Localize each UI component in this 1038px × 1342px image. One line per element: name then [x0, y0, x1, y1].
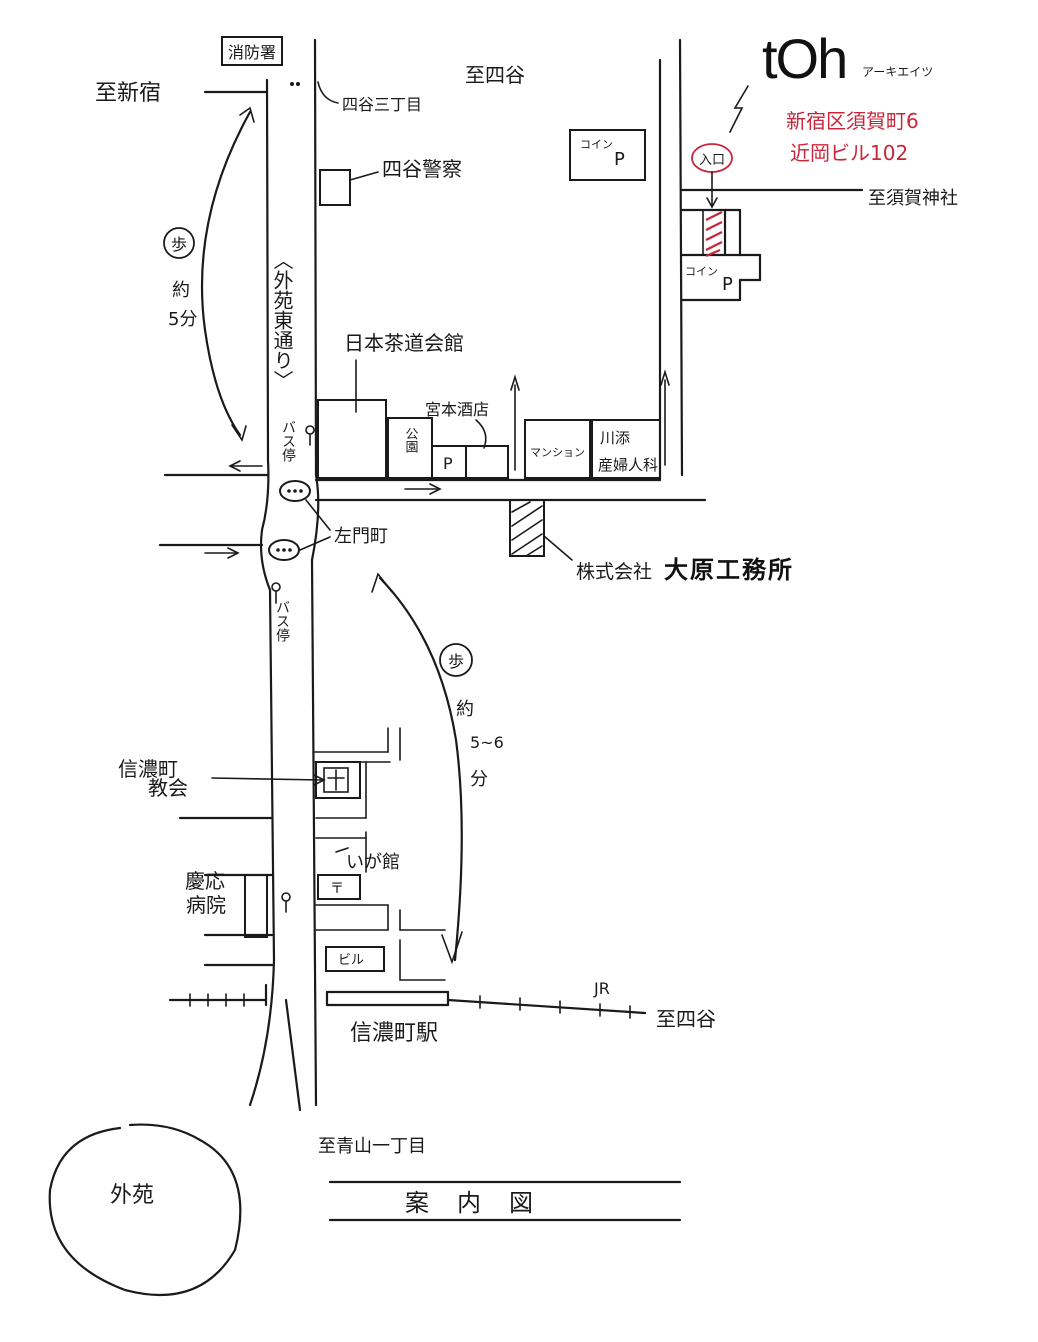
- min-2-b: 5~6: [470, 733, 504, 752]
- coin-p-1-label: コイン: [580, 138, 613, 151]
- coin-p-2-label: コイン: [685, 265, 718, 278]
- kawazoe-label: 川添: [600, 429, 630, 447]
- church-b-label: 教会: [148, 776, 188, 800]
- shinanomachi-label: 信濃町駅: [350, 1021, 438, 1046]
- coin-p-2-p: P: [722, 274, 733, 295]
- fire-station-box: [221, 36, 283, 66]
- entrance-marker: 入口: [691, 85, 749, 209]
- walk-2-label: 歩: [448, 652, 464, 671]
- to-suga-label: 至須賀神社: [868, 188, 958, 209]
- min-2-a: 約: [456, 699, 474, 720]
- gaien-dori-label: 〈外苑東通り〉: [270, 250, 294, 390]
- jr-label: JR: [593, 979, 610, 998]
- min-2-c: 分: [470, 769, 488, 790]
- keio-a-label: 慶応: [185, 869, 225, 893]
- walk-1-label: 歩: [171, 235, 187, 254]
- police-label: 四谷警察: [382, 157, 462, 181]
- to-aoyama-label: 至青山一丁目: [318, 1136, 426, 1157]
- iga-label: いが館: [346, 852, 400, 873]
- park-p-label: P: [443, 454, 453, 473]
- min-1-b: 5分: [168, 309, 197, 330]
- yotsuya-3-label: 四谷三丁目: [342, 95, 422, 114]
- company-prefix: 株式会社: [576, 561, 652, 583]
- logo-sub: アーキエイツ: [862, 65, 933, 79]
- nihon-cha-label: 日本茶道会館: [344, 331, 464, 355]
- to-yotsuya-bottom-label: 至四谷: [656, 1007, 716, 1031]
- keio-b-label: 病院: [186, 893, 226, 917]
- address-line1: 新宿区須賀町6: [786, 109, 919, 133]
- jr-railway: [168, 983, 647, 1019]
- samon-label: 左門町: [334, 526, 388, 547]
- to-shinjuku-label: 至新宿: [95, 81, 161, 106]
- coin-p-1-p: P: [614, 149, 625, 170]
- fire-station-label: 消防署: [228, 43, 276, 62]
- sanfu-label: 産婦人科: [598, 456, 658, 474]
- building-label: ビル: [338, 953, 364, 968]
- company-name: 大原工務所: [664, 557, 794, 584]
- logo-brand: tOh: [762, 27, 846, 90]
- walk-arrow-2: 歩 約 5~6 分: [371, 572, 504, 965]
- walk-arrow-1: 歩 約 5分: [163, 106, 255, 442]
- min-1-a: 約: [172, 280, 190, 301]
- gaien-label: 外苑: [110, 1183, 154, 1208]
- bus-stop-2-label: バス停: [274, 600, 290, 642]
- bus-stop-1-label: バス停: [280, 420, 296, 462]
- office-streets: [510, 38, 864, 482]
- iga-box: 〒: [330, 881, 344, 897]
- address-line2: 近岡ビル102: [790, 141, 908, 165]
- main-avenue: [248, 38, 320, 1112]
- logo: tOh アーキエイツ: [762, 27, 933, 90]
- miyamoto-label: 宮本酒店: [425, 400, 489, 419]
- side-streets: [158, 90, 707, 967]
- office-building: [702, 209, 726, 258]
- entrance-label: 入口: [699, 153, 725, 168]
- company-building: [509, 499, 573, 561]
- mansion-label: マンション: [530, 446, 585, 459]
- church-a-label: 信濃町: [118, 757, 178, 781]
- to-yotsuya-top-label: 至四谷: [465, 63, 525, 87]
- park-label: 公園: [403, 427, 419, 453]
- annai-label: 案内図: [405, 1189, 561, 1217]
